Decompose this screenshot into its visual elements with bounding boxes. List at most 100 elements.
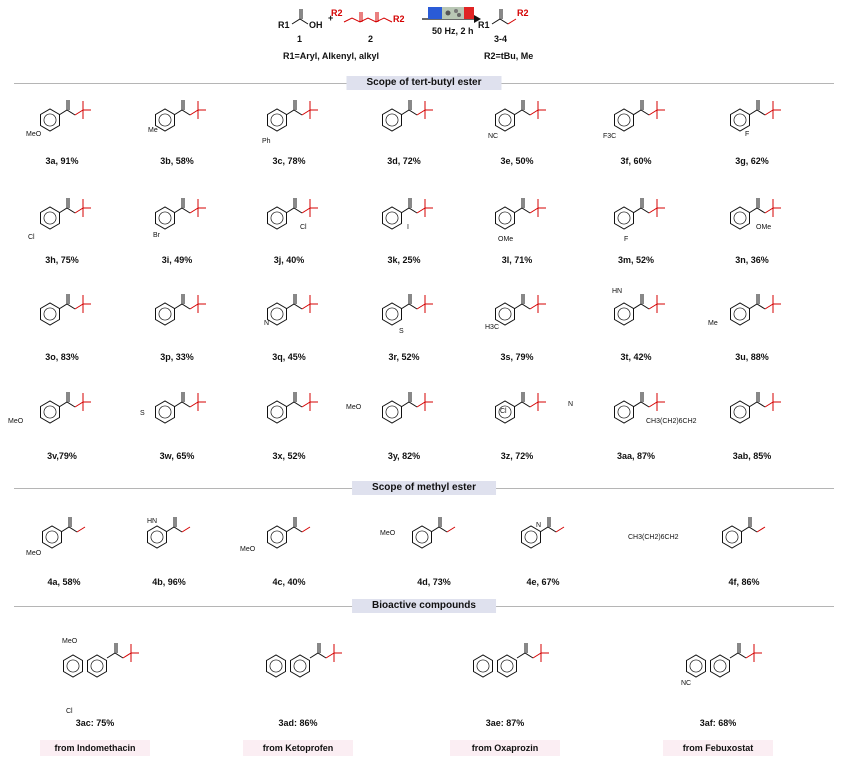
aromatic-circle [270, 113, 284, 127]
ester-bond [309, 652, 327, 659]
ring-bond [155, 302, 175, 326]
ring-bond [382, 108, 402, 132]
substituent-3y: MeO [346, 404, 362, 411]
tbu-bond [532, 652, 542, 659]
aromatic-circle [498, 113, 512, 127]
tbu-bond [648, 303, 658, 310]
compound-label: 4b, 96% [152, 577, 186, 587]
compound-label: 3l, 71% [501, 255, 533, 265]
compound-label: 3c, 78% [272, 156, 306, 166]
source-tag-oxaprozin: from Oxaprozin [450, 740, 560, 756]
ring-bond [155, 108, 175, 132]
r2-definition: R2=tBu, Me [484, 51, 534, 61]
substituent-3v: MeO [8, 418, 24, 425]
source-tag-ketoprofen: from Ketoprofen [243, 740, 353, 756]
compound-label: 3h, 75% [45, 255, 79, 265]
substituent-3c: Ph [262, 138, 271, 145]
aromatic-circle [415, 530, 429, 544]
substituent-3n: OMe [756, 224, 772, 231]
compound-label: 3f, 60% [620, 156, 652, 166]
ring-bond [40, 206, 60, 230]
ester-bond [285, 109, 303, 116]
substituent-3af-cn: NC [681, 680, 692, 687]
aromatic-circle [524, 530, 538, 544]
compound-label: 3m, 52% [617, 255, 655, 265]
section-tert-butyl: Scope of tert-butyl ester [0, 76, 848, 90]
aromatic-circle [385, 211, 399, 225]
compound-label: 3ac: 75% [75, 718, 115, 728]
aromatic-circle [498, 307, 512, 321]
tbu-bond [648, 109, 658, 116]
substituent-3l: OMe [498, 236, 514, 243]
ester-bond [513, 401, 531, 408]
ester-bond [516, 652, 534, 659]
ester-bond [632, 109, 650, 116]
tbu-bond [764, 109, 774, 116]
ring-bond [614, 108, 634, 132]
substituent-3t: HN [612, 288, 623, 295]
ring-bond [267, 108, 287, 132]
tbu-bond [301, 207, 311, 214]
compound-label: 4a, 58% [47, 577, 81, 587]
ring-bond [730, 108, 750, 132]
ring-bond [267, 206, 287, 230]
compound-label: 4d, 73% [417, 577, 451, 587]
aromatic-circle [45, 530, 59, 544]
substituent-3z: Cl [500, 408, 507, 415]
tbu-bond [74, 207, 84, 214]
ester-bond [632, 207, 650, 214]
aromatic-circle [150, 530, 164, 544]
compound-label: 3y, 82% [387, 451, 421, 461]
reaction-scheme [291, 7, 517, 25]
tbu-bond [189, 303, 199, 310]
ring-bond [266, 654, 286, 678]
section-title: Bioactive compounds [352, 599, 496, 613]
aromatic-circle [270, 211, 284, 225]
aromatic-circle [158, 405, 172, 419]
ester-bond [173, 207, 191, 214]
reactant-1-r1: R1 [278, 20, 290, 30]
compound-label: 3n, 36% [735, 255, 769, 265]
tbu-bond [416, 401, 426, 408]
ester-bond [58, 401, 76, 408]
ester-bond [173, 303, 191, 310]
ring-bond [267, 302, 287, 326]
tbu-bond [416, 207, 426, 214]
source-tag-febuxostat: from Febuxostat [663, 740, 773, 756]
ring-bond [267, 525, 287, 549]
substituent-3ac-ome: MeO [62, 638, 78, 645]
compound-label: 3z, 72% [500, 451, 534, 461]
aromatic-circle [617, 211, 631, 225]
tbu-bond [745, 652, 755, 659]
reactant-2-r2-left: R2 [331, 8, 343, 18]
substituent-4b: HN [147, 518, 158, 525]
compound-label: 3ab, 85% [732, 451, 772, 461]
substituent-3h: Cl [28, 234, 35, 241]
tbu-bond [189, 207, 199, 214]
product-r1: R1 [478, 20, 490, 30]
aromatic-circle [733, 113, 747, 127]
section-title: Scope of tert-butyl ester [346, 76, 502, 90]
section-methyl: Scope of methyl ester [0, 481, 848, 495]
tbu-bond [764, 401, 774, 408]
compound-label: 3ad: 86% [278, 718, 318, 728]
ring-bond [87, 654, 107, 678]
substituent-3g: F [745, 131, 750, 138]
compound-label: 3aa, 87% [616, 451, 656, 461]
aromatic-circle [617, 113, 631, 127]
tbu-bond [301, 401, 311, 408]
reactant-1-oh: OH [309, 20, 323, 30]
substituent-3m: F [624, 236, 629, 243]
ester-bond [173, 401, 191, 408]
compound-label: 3j, 40% [273, 255, 305, 265]
ring-bond [495, 302, 515, 326]
tbu-bond [648, 207, 658, 214]
compound-label: 3w, 65% [159, 451, 195, 461]
substituent-3aa: N [568, 401, 574, 408]
reaction-conditions: 50 Hz, 2 h [432, 26, 474, 36]
reactant-2-r2-right: R2 [393, 14, 405, 24]
ester-bond [106, 652, 124, 659]
ring-bond [290, 654, 310, 678]
compound-label: 4f, 86% [728, 577, 760, 587]
